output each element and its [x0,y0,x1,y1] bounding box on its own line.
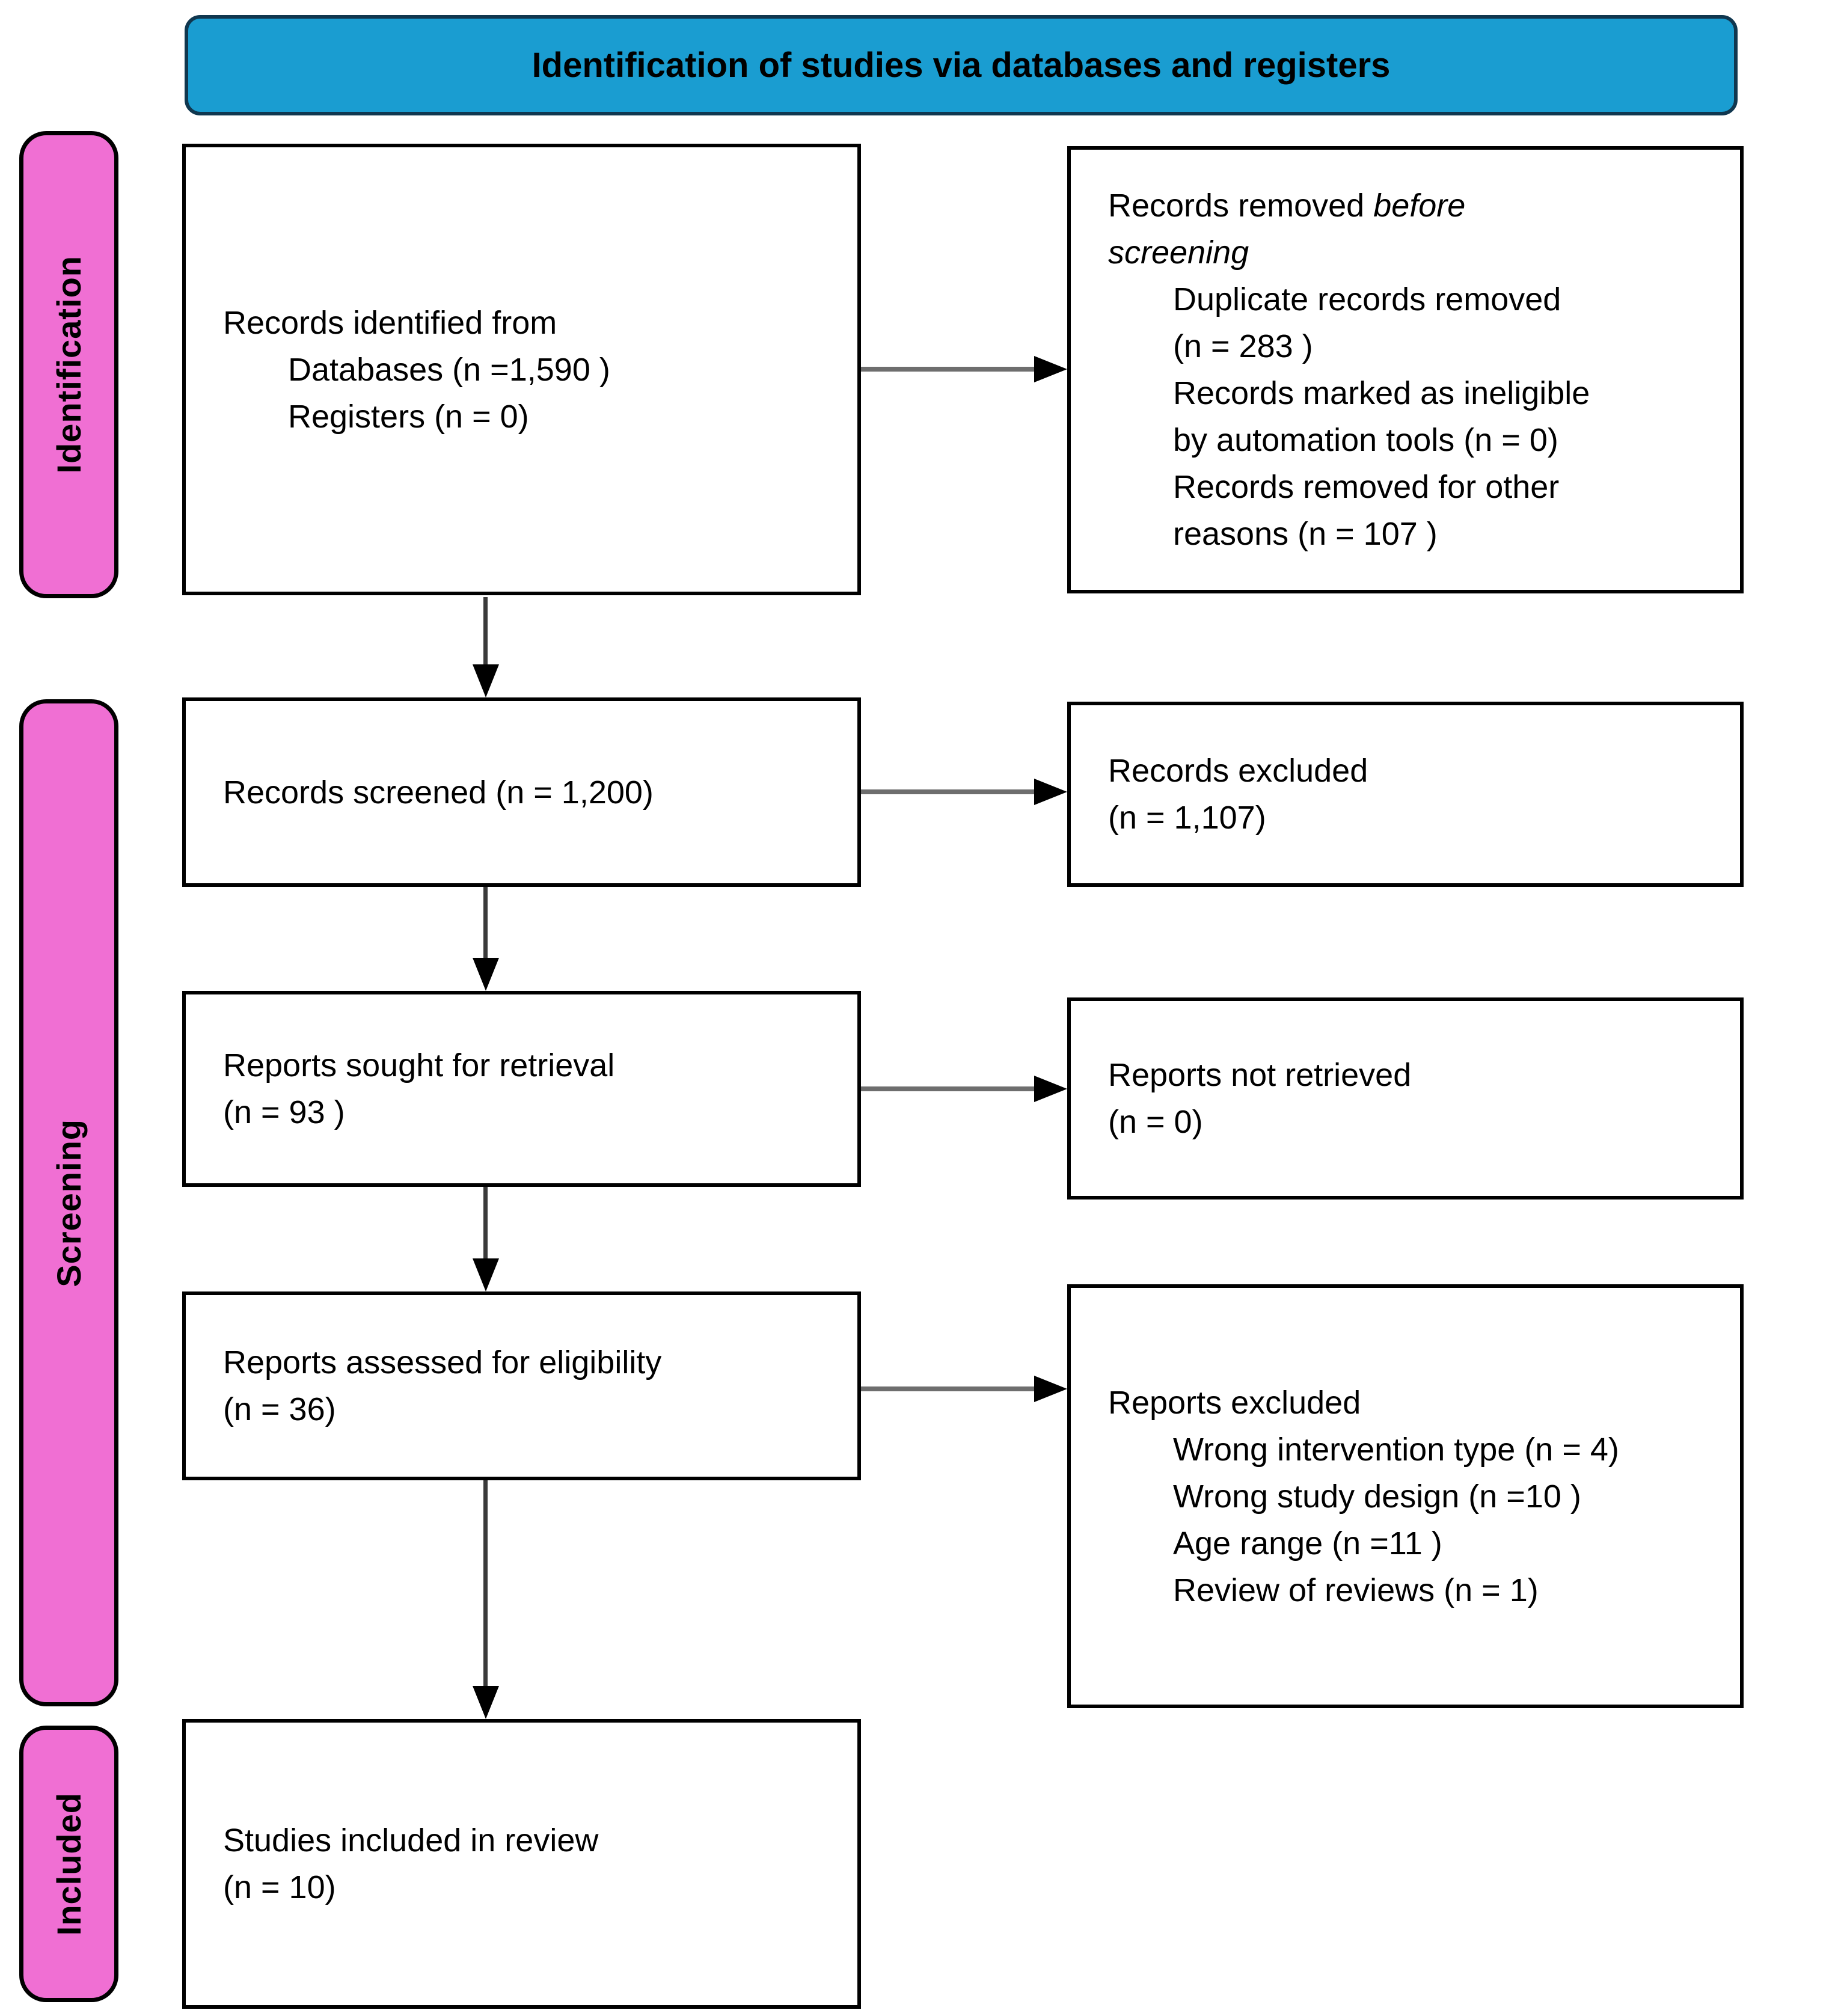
records-identified-title: Records identified from [223,304,557,341]
reports-excluded-item: Review of reviews (n = 1) [1173,1572,1539,1608]
box-records-identified: Records identified from Databases (n =1,… [182,144,861,595]
records-removed-title-normal: Records removed [1108,188,1374,224]
records-removed-title-italic-1: before [1373,188,1466,224]
arrow-sought-to-assessed-line [483,1187,488,1258]
box-reports-not-retrieved: Reports not retrieved (n = 0) [1067,997,1744,1199]
arrow-assessed-to-included-line [483,1480,488,1686]
header-title: Identification of studies via databases … [531,46,1391,85]
arrow-identified-to-removed-head [1034,356,1067,382]
reports-sought-text: Reports sought for retrieval (n = 93 ) [223,1047,615,1130]
records-removed-title: Records removed before screening [1108,182,1716,276]
arrow-identified-to-removed-line [861,367,1034,372]
stage-identification: Identification [19,131,118,598]
records-removed-item: Records marked as ineligible by automati… [1173,375,1590,458]
arrow-assessed-to-reports-excluded-head [1034,1376,1067,1402]
records-removed-item: Records removed for other reasons (n = 1… [1173,469,1560,552]
records-identified-detail: Databases (n =1,590 ) Registers (n = 0) [288,351,610,435]
reports-excluded-item: Wrong intervention type (n = 4) [1173,1431,1619,1468]
arrow-screened-to-excluded-line [861,789,1034,794]
box-reports-sought: Reports sought for retrieval (n = 93 ) [182,991,861,1187]
box-reports-excluded: Reports excluded Wrong intervention type… [1067,1284,1744,1708]
arrow-sought-to-assessed-head [473,1258,499,1291]
arrow-screened-to-sought-line [483,887,488,958]
reports-excluded-item: Wrong study design (n =10 ) [1173,1478,1581,1515]
box-records-removed-before-screening: Records removed before screening Duplica… [1067,146,1744,593]
stage-included: Included [19,1726,118,2002]
header-banner: Identification of studies via databases … [185,15,1738,115]
records-removed-title-italic-2: screening [1108,234,1249,271]
arrow-identified-to-screened-head [473,664,499,697]
arrow-sought-to-not-retrieved-head [1034,1076,1067,1102]
arrow-identified-to-screened-line [483,597,488,664]
arrow-assessed-to-reports-excluded-line [861,1386,1034,1391]
box-reports-assessed: Reports assessed for eligibility (n = 36… [182,1291,861,1480]
stage-included-label: Included [50,1792,88,1936]
records-excluded-text: Records excluded (n = 1,107) [1108,753,1368,836]
stage-identification-label: Identification [50,256,88,474]
arrow-assessed-to-included-head [473,1686,499,1719]
arrow-screened-to-excluded-head [1034,779,1067,805]
box-studies-included: Studies included in review (n = 10) [182,1719,861,2009]
arrow-sought-to-not-retrieved-line [861,1086,1034,1091]
studies-included-text: Studies included in review (n = 10) [223,1822,599,1905]
stage-screening: Screening [19,699,118,1706]
box-records-excluded: Records excluded (n = 1,107) [1067,702,1744,887]
reports-not-retrieved-text: Reports not retrieved (n = 0) [1108,1057,1412,1140]
stage-screening-label: Screening [50,1118,88,1287]
reports-excluded-item: Age range (n =11 ) [1173,1525,1442,1561]
records-removed-item: Duplicate records removed (n = 283 ) [1173,281,1561,364]
records-screened-text: Records screened (n = 1,200) [223,774,654,810]
box-records-screened: Records screened (n = 1,200) [182,697,861,887]
reports-assessed-text: Reports assessed for eligibility (n = 36… [223,1344,662,1427]
reports-excluded-title: Reports excluded [1108,1384,1361,1421]
arrow-screened-to-sought-head [473,958,499,991]
